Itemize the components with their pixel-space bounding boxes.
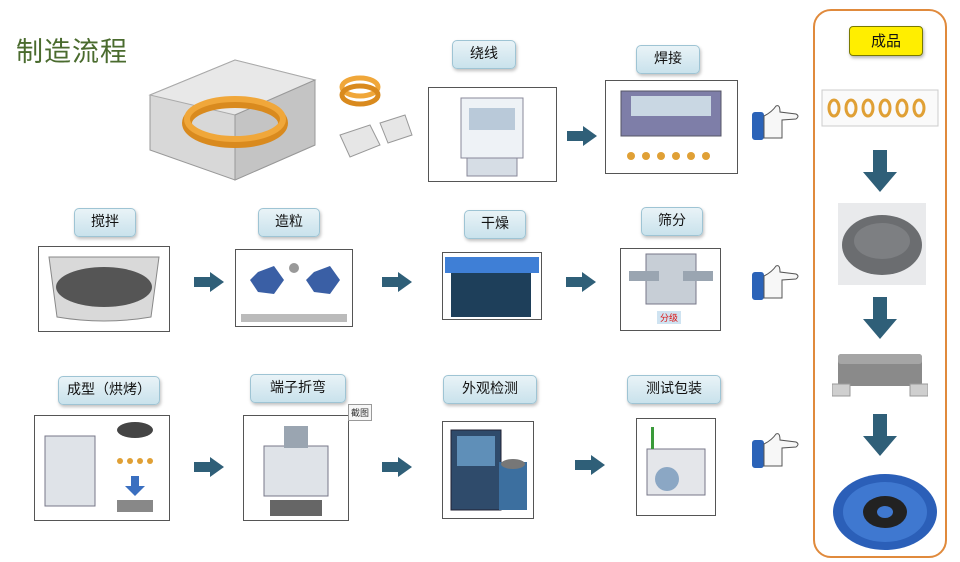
arrow-right-icon [575, 455, 605, 475]
step-label-winding: 绕线 [452, 40, 516, 69]
pointing-hand-icon [752, 105, 799, 140]
tape-reel-image [833, 474, 937, 550]
sieving-tag: 分级 [657, 311, 682, 324]
arrow-right-icon [382, 272, 412, 292]
step-label-forming: 成型（烘烤） [58, 376, 160, 405]
step-label-welding: 焊接 [636, 45, 700, 74]
finished-product-label: 成品 [849, 26, 923, 56]
bending-machine-image [243, 415, 349, 521]
arrow-down-icon [863, 150, 897, 192]
arrow-down-icon [863, 297, 897, 339]
screenshot-tooltip: 截图 [348, 404, 373, 421]
arrow-right-icon [194, 457, 224, 477]
forming-machine-image [34, 415, 170, 521]
page-title: 制造流程 [16, 37, 128, 68]
molded-inductor-image [832, 354, 928, 397]
step-label-sieving: 筛分 [641, 207, 703, 236]
powder-image [838, 203, 926, 285]
welding-machine-image [605, 80, 738, 174]
arrow-right-icon [566, 272, 596, 292]
coil-assembly-illustration [148, 59, 413, 181]
sieving-machine-image: 分级 [620, 248, 721, 331]
welded-coil-strip-image [821, 89, 939, 127]
step-label-bending: 端子折弯 [250, 374, 346, 403]
granulation-image [235, 249, 353, 327]
step-label-granulation: 造粒 [258, 208, 320, 237]
winding-machine-image [428, 87, 557, 182]
testing-packing-machine-image [636, 418, 716, 516]
arrow-right-icon [382, 457, 412, 477]
drying-oven-image [442, 252, 542, 320]
arrow-down-icon [863, 414, 897, 456]
pointing-hand-icon [752, 433, 799, 468]
arrow-right-icon [567, 126, 597, 146]
pointing-hand-icon [752, 265, 799, 300]
step-label-testing-packing: 测试包装 [627, 375, 721, 404]
step-label-drying: 干燥 [464, 210, 526, 239]
arrow-right-icon [194, 272, 224, 292]
step-label-mixing: 搅拌 [74, 208, 136, 237]
inspection-machine-image [442, 421, 534, 519]
mixing-image [38, 246, 170, 332]
step-label-inspection: 外观检测 [443, 375, 537, 404]
